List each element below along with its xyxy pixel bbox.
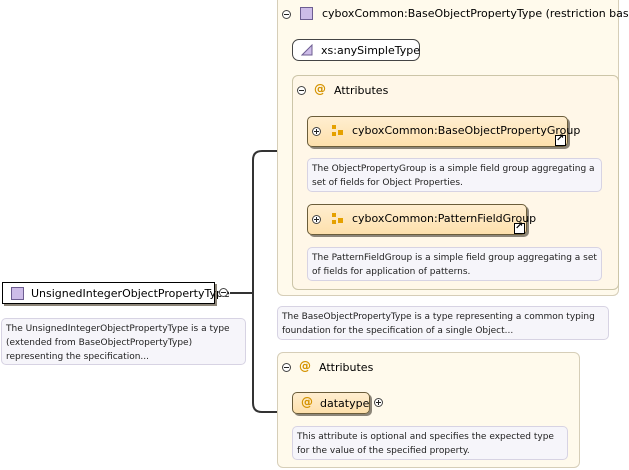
attribute-group-ref-pattern-field-group[interactable]: cyboxCommon:PatternFieldGroup <box>307 204 536 235</box>
expand-toggle[interactable] <box>374 398 383 407</box>
simple-type-box[interactable]: xs:anySimpleType <box>292 39 420 61</box>
reference-link-icon[interactable] <box>555 133 566 146</box>
attribute-datatype[interactable]: @ datatype <box>292 392 370 414</box>
root-collapse-toggle[interactable] <box>219 288 228 297</box>
base-type-title: cyboxCommon:BaseObjectPropertyType (rest… <box>322 7 629 20</box>
base-type-doc: The BaseObjectPropertyType is a type rep… <box>277 306 609 340</box>
root-type-name: UnsignedIntegerObjectPropertyType <box>31 287 230 300</box>
complex-type-icon <box>300 7 313 20</box>
reference-link-icon[interactable] <box>514 221 525 234</box>
root-type-box[interactable]: UnsignedIntegerObjectPropertyType <box>2 282 230 304</box>
attributes-collapse-toggle[interactable] <box>282 363 291 372</box>
attribute-group-ref-base-object-property-group[interactable]: cyboxCommon:BaseObjectPropertyGroup <box>307 116 580 147</box>
expand-toggle[interactable] <box>312 127 321 136</box>
attributes-collapse-toggle[interactable] <box>297 86 306 95</box>
attribute-group-icon <box>332 213 344 225</box>
expand-toggle[interactable] <box>312 215 321 224</box>
attribute-group-name: cyboxCommon:PatternFieldGroup <box>352 212 537 225</box>
attributes-box: @ Attributes @ datatype This attribute i… <box>277 352 580 468</box>
attributes-label: Attributes <box>319 361 374 374</box>
simple-type-name: xs:anySimpleType <box>321 44 420 57</box>
base-attributes-box: @ Attributes cyboxCommon:BaseObjectPrope… <box>292 75 619 290</box>
attribute-icon: @ <box>314 82 326 96</box>
attribute-icon: @ <box>301 395 313 409</box>
attribute-group-name: cyboxCommon:BaseObjectPropertyGroup <box>352 124 581 137</box>
attribute-group-doc: The ObjectPropertyGroup is a simple fiel… <box>307 158 602 192</box>
base-collapse-toggle[interactable] <box>282 10 291 19</box>
attribute-name: datatype <box>320 397 370 410</box>
base-type-box: cyboxCommon:BaseObjectPropertyType (rest… <box>277 0 629 296</box>
root-type-doc: The UnsignedIntegerObjectPropertyType is… <box>1 318 246 365</box>
attribute-icon: @ <box>299 359 311 373</box>
attributes-label: Attributes <box>334 84 389 97</box>
attribute-group-icon <box>332 125 344 137</box>
simple-type-icon <box>301 44 313 56</box>
complex-type-icon <box>11 287 24 300</box>
attribute-doc: This attribute is optional and specifies… <box>292 426 568 460</box>
attribute-group-doc: The PatternFieldGroup is a simple field … <box>307 247 602 281</box>
